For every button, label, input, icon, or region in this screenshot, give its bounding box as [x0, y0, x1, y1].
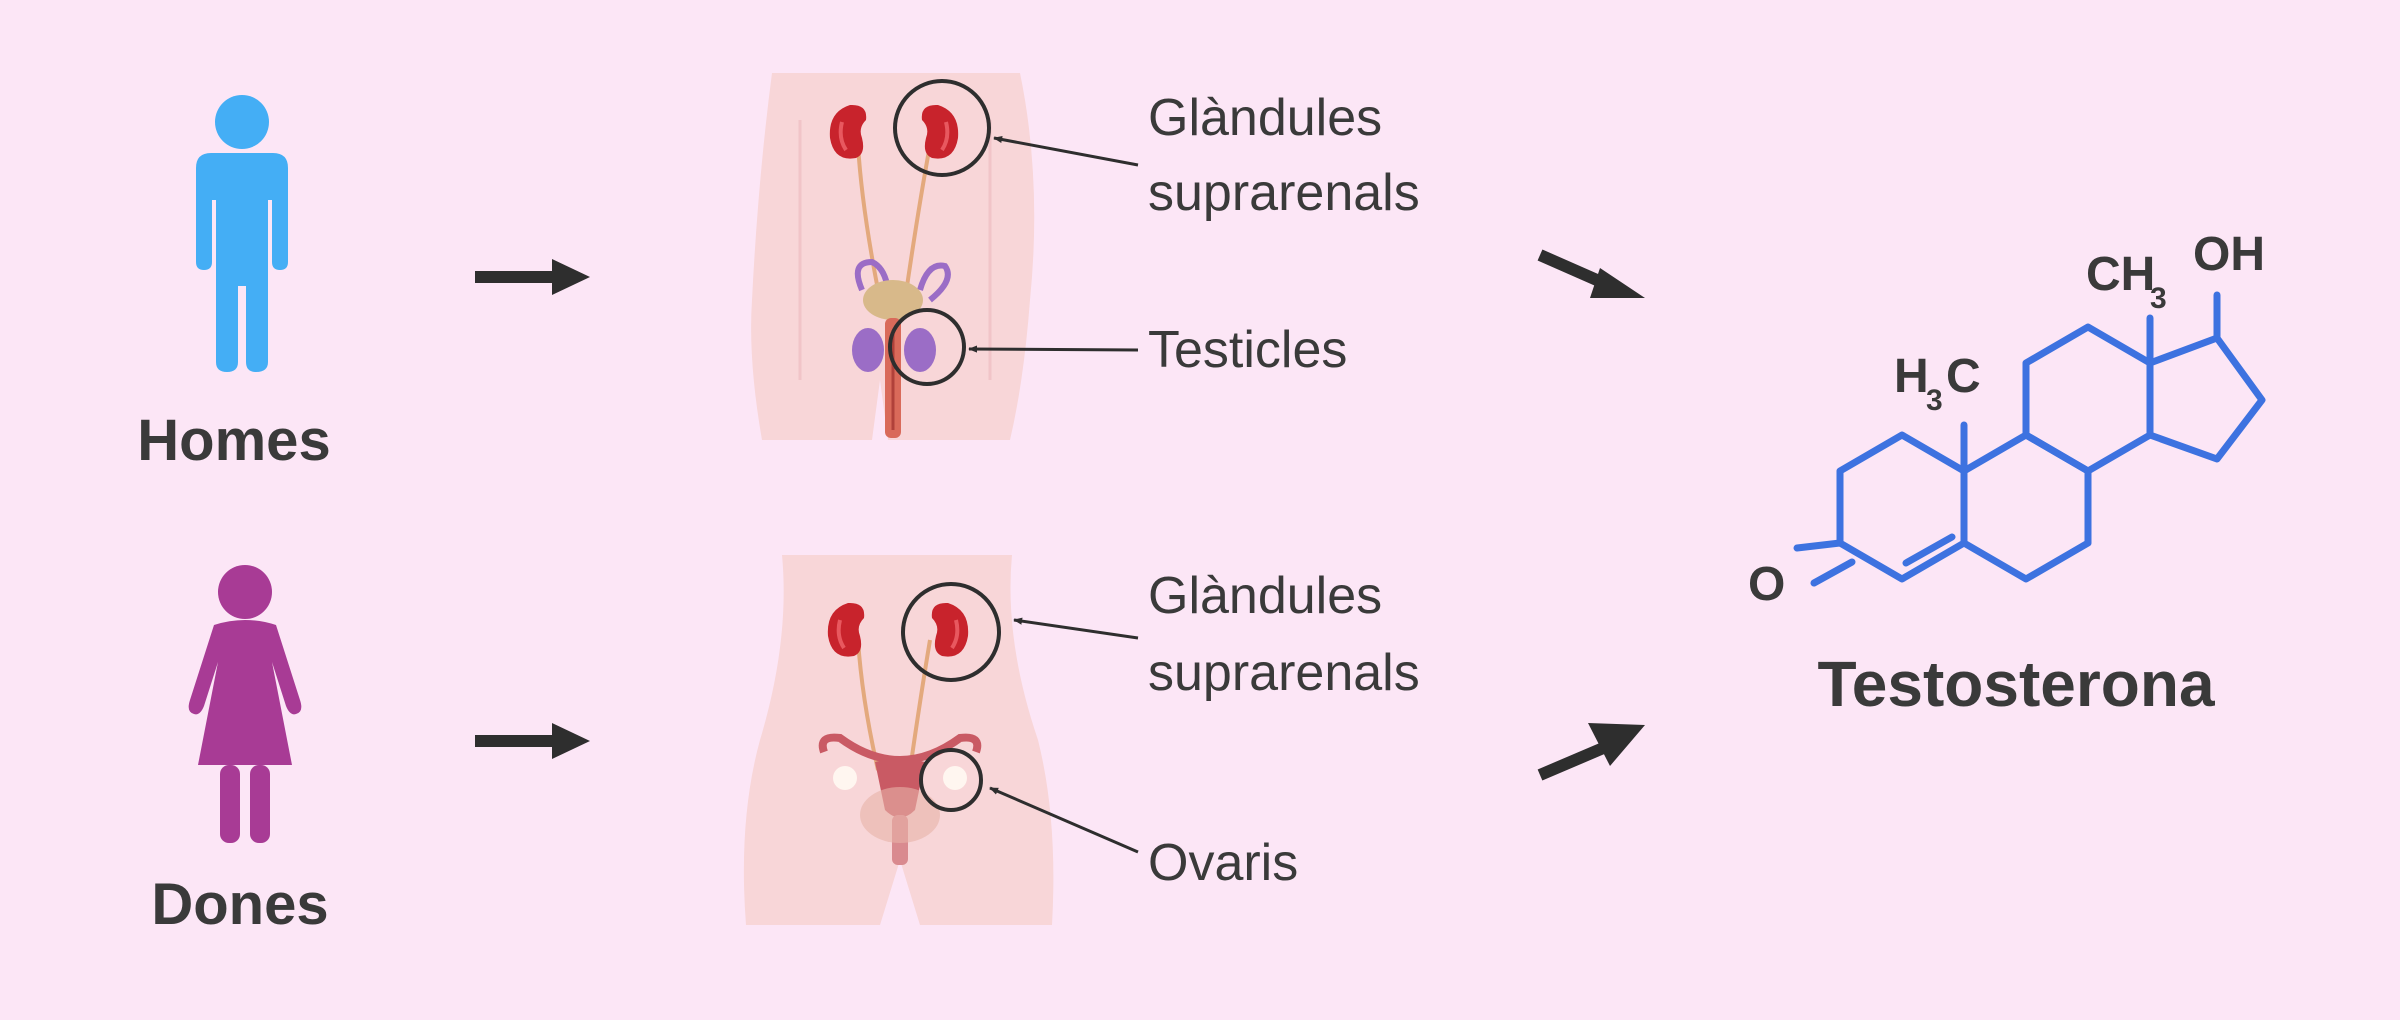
male-kidney-left: [829, 104, 867, 159]
svg-text:3: 3: [1926, 384, 1943, 417]
h3c-group: H 3 C: [1894, 350, 1981, 417]
female-reproductive-organs: [818, 733, 982, 865]
molecule-name: Testosterona: [1817, 648, 2215, 720]
female-ovary-pointer: [989, 786, 1139, 854]
svg-text:3: 3: [2150, 282, 2167, 315]
female-kidney-right: [931, 602, 969, 657]
male-kidney-right: [921, 104, 959, 159]
female-kidney-left: [827, 602, 865, 657]
testicles-label: Testicles: [1148, 321, 1347, 379]
female-adrenal-label-line2: suprarenals: [1148, 644, 1420, 702]
female-adrenal-label-line1: Glàndules: [1148, 567, 1382, 625]
women-label: Dones: [151, 872, 328, 937]
oxygen-group: O: [1748, 558, 1785, 611]
woman-icon: [188, 565, 302, 843]
man-icon: [196, 95, 288, 372]
female-ovary-highlight: [919, 748, 983, 812]
testosterone-structure: [1793, 291, 2266, 587]
women-arrow-to-body: [475, 723, 590, 759]
svg-text:CH: CH: [2086, 248, 2155, 301]
male-adrenal-label-line2: suprarenals: [1148, 164, 1420, 222]
male-adrenal-pointer: [993, 135, 1139, 167]
male-torso-illustration: [751, 73, 1035, 440]
male-adrenal-highlight: [893, 79, 991, 177]
female-adrenal-pointer: [1013, 617, 1139, 640]
men-label: Homes: [137, 408, 330, 473]
male-testicle-highlight: [888, 308, 966, 386]
ovaries-label: Ovaris: [1148, 834, 1298, 892]
male-testicle-pointer: [968, 345, 1139, 353]
oh-group: OH: [2193, 228, 2265, 281]
women-arrow-to-molecule: [1537, 723, 1645, 781]
female-adrenal-highlight: [901, 582, 1001, 682]
ch3-group: CH 3: [2086, 248, 2167, 315]
svg-text:H: H: [1894, 350, 1929, 403]
men-arrow-to-molecule: [1537, 249, 1645, 298]
female-torso-illustration: [743, 555, 1054, 925]
men-arrow-to-body: [475, 259, 590, 295]
svg-text:C: C: [1946, 350, 1981, 403]
male-adrenal-label-line1: Glàndules: [1148, 89, 1382, 147]
